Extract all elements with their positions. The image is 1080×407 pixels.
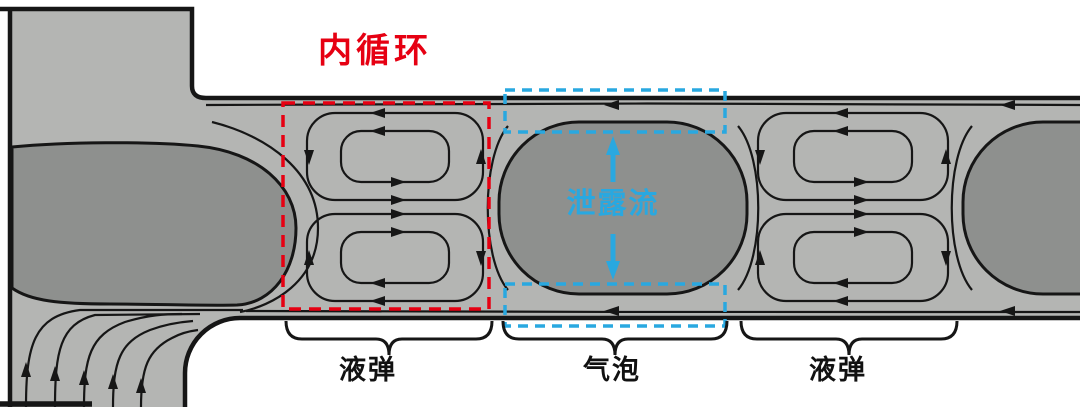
leakage-flow-label: 泄露流 xyxy=(566,186,660,220)
inlet-streamline xyxy=(24,308,243,407)
brace-slug-right xyxy=(739,320,959,356)
gas-finger-cap-streamline xyxy=(211,120,320,314)
slug-right-label: 液弹 xyxy=(809,355,867,386)
leakage-flow-box-bottom xyxy=(503,282,727,328)
bubble-label: 气泡 xyxy=(583,355,641,386)
bottom-film-streamline xyxy=(245,309,1080,314)
inlet-streamline xyxy=(111,319,194,407)
inlet-streamline xyxy=(53,312,201,407)
recirculation-loop xyxy=(792,129,914,184)
bubble-middle xyxy=(497,120,749,296)
braces xyxy=(284,320,959,356)
brace-bubble xyxy=(501,320,729,356)
recirculation-loop xyxy=(792,230,914,285)
leakage-flow-boxes xyxy=(503,88,727,328)
leakage-flow-arrows xyxy=(606,136,620,280)
bubble-middle-right-cap-streamline xyxy=(737,125,760,291)
bubble-right-cap-streamline xyxy=(950,125,973,291)
inlet-streamline xyxy=(139,328,199,407)
bubble-right xyxy=(961,120,1080,296)
inlet-streamline xyxy=(82,312,183,407)
channel-wall-top xyxy=(0,6,1080,101)
gas-phase xyxy=(10,120,1080,307)
slug-left-label: 液弹 xyxy=(339,355,397,386)
internal-circulation-box xyxy=(281,101,491,311)
leakage-flow-box-top xyxy=(503,88,727,134)
channel-walls xyxy=(0,6,1080,407)
channel-wall-bottom xyxy=(182,315,1080,407)
internal-circulation-label: 内循环 xyxy=(318,31,432,71)
gas-finger xyxy=(10,141,298,307)
brace-slug-left xyxy=(284,320,494,356)
